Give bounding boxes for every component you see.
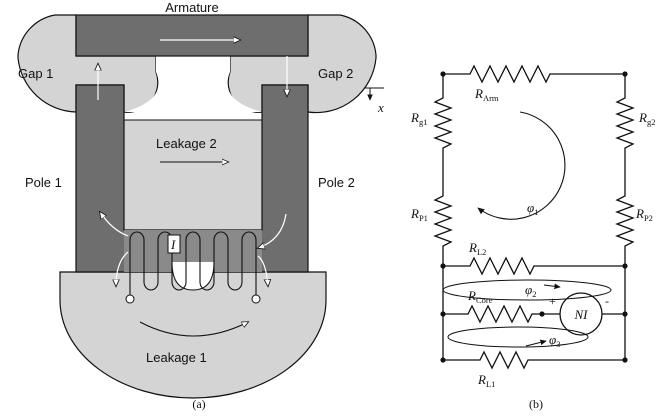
- equivalent-circuit-diagram: [433, 64, 635, 370]
- left-upper-wire: [433, 74, 453, 188]
- panel-b-caption: (b): [529, 397, 543, 411]
- leakage1-label: Leakage 1: [146, 350, 207, 365]
- phi2-loop: [442, 279, 612, 301]
- leakage1-region: [59, 271, 327, 399]
- phi1-label: φ1: [527, 200, 538, 217]
- gap2-label: Gap 2: [318, 66, 353, 81]
- r-l1-label: RL1: [477, 372, 495, 389]
- junctions: [440, 71, 628, 363]
- ni-plus-sign: +: [549, 294, 556, 308]
- r-arm-label: RArm: [474, 86, 499, 103]
- circuit-labels: RArm Rg1 Rg2 RP1 RP2 RL2 RCore RL1 φ1 φ2…: [410, 86, 655, 411]
- coil-left-flux-arrow: [100, 212, 129, 237]
- x-axis-label: x: [377, 100, 384, 115]
- coil-terminal-left: [125, 294, 135, 304]
- r-l2-label: RL2: [468, 240, 486, 257]
- ni-source: [559, 292, 603, 336]
- leakage1-flux-arrow: [139, 322, 248, 337]
- throat-region: [124, 56, 262, 112]
- pole2-label: Pole 2: [318, 175, 355, 190]
- gap1-region: [17, 14, 159, 113]
- coil-terminal-right: [251, 294, 261, 304]
- right-upper-wire: [615, 74, 635, 188]
- r-p2-label: RP2: [635, 206, 653, 223]
- rl2-wire: [443, 256, 625, 276]
- magnetic-circuit-diagram: I x Armature Gap 1 Gap 2 Pole 1 Pole 2 L…: [17, 0, 384, 411]
- flux-arrows: [98, 40, 287, 286]
- top-wire: [443, 64, 625, 84]
- coil-left-down-arrow: [116, 251, 129, 286]
- coil-right-flux-arrow: [258, 213, 287, 248]
- current-box: [167, 234, 181, 254]
- r-g1-label: Rg1: [410, 110, 427, 127]
- phi3-label: φ3: [549, 332, 560, 349]
- phi1-loop-arrow: [477, 111, 566, 220]
- r-p1-label: RP1: [410, 206, 428, 223]
- phi2-arrow: [543, 283, 561, 290]
- leakage2-region: [123, 119, 263, 231]
- gap1-label: Gap 1: [18, 66, 53, 81]
- phi3-arrow: [525, 339, 547, 347]
- ni-minus-sign: -: [605, 294, 609, 308]
- ni-label: NI: [574, 307, 589, 322]
- coil-windings: [129, 231, 257, 297]
- coil-right-down-arrow: [257, 255, 268, 286]
- left-lower-wire: [433, 188, 453, 360]
- current-label: I: [170, 237, 176, 252]
- phi3-loop: [447, 326, 589, 348]
- armature-iron: [75, 14, 309, 57]
- leakage1-loop: [171, 261, 215, 291]
- rl1-wire: [443, 350, 625, 370]
- gap2-region: [227, 14, 377, 114]
- right-lower-wire: [615, 188, 635, 360]
- leakage2-label: Leakage 2: [156, 136, 217, 151]
- armature-label: Armature: [165, 0, 218, 15]
- r-g2-label: Rg2: [638, 110, 655, 127]
- pole1-label: Pole 1: [25, 175, 62, 190]
- phi2-label: φ2: [525, 282, 536, 299]
- r-core-label: RCore: [467, 288, 493, 305]
- panel-a-caption: (a): [192, 397, 205, 411]
- rcore-wire: [443, 304, 560, 324]
